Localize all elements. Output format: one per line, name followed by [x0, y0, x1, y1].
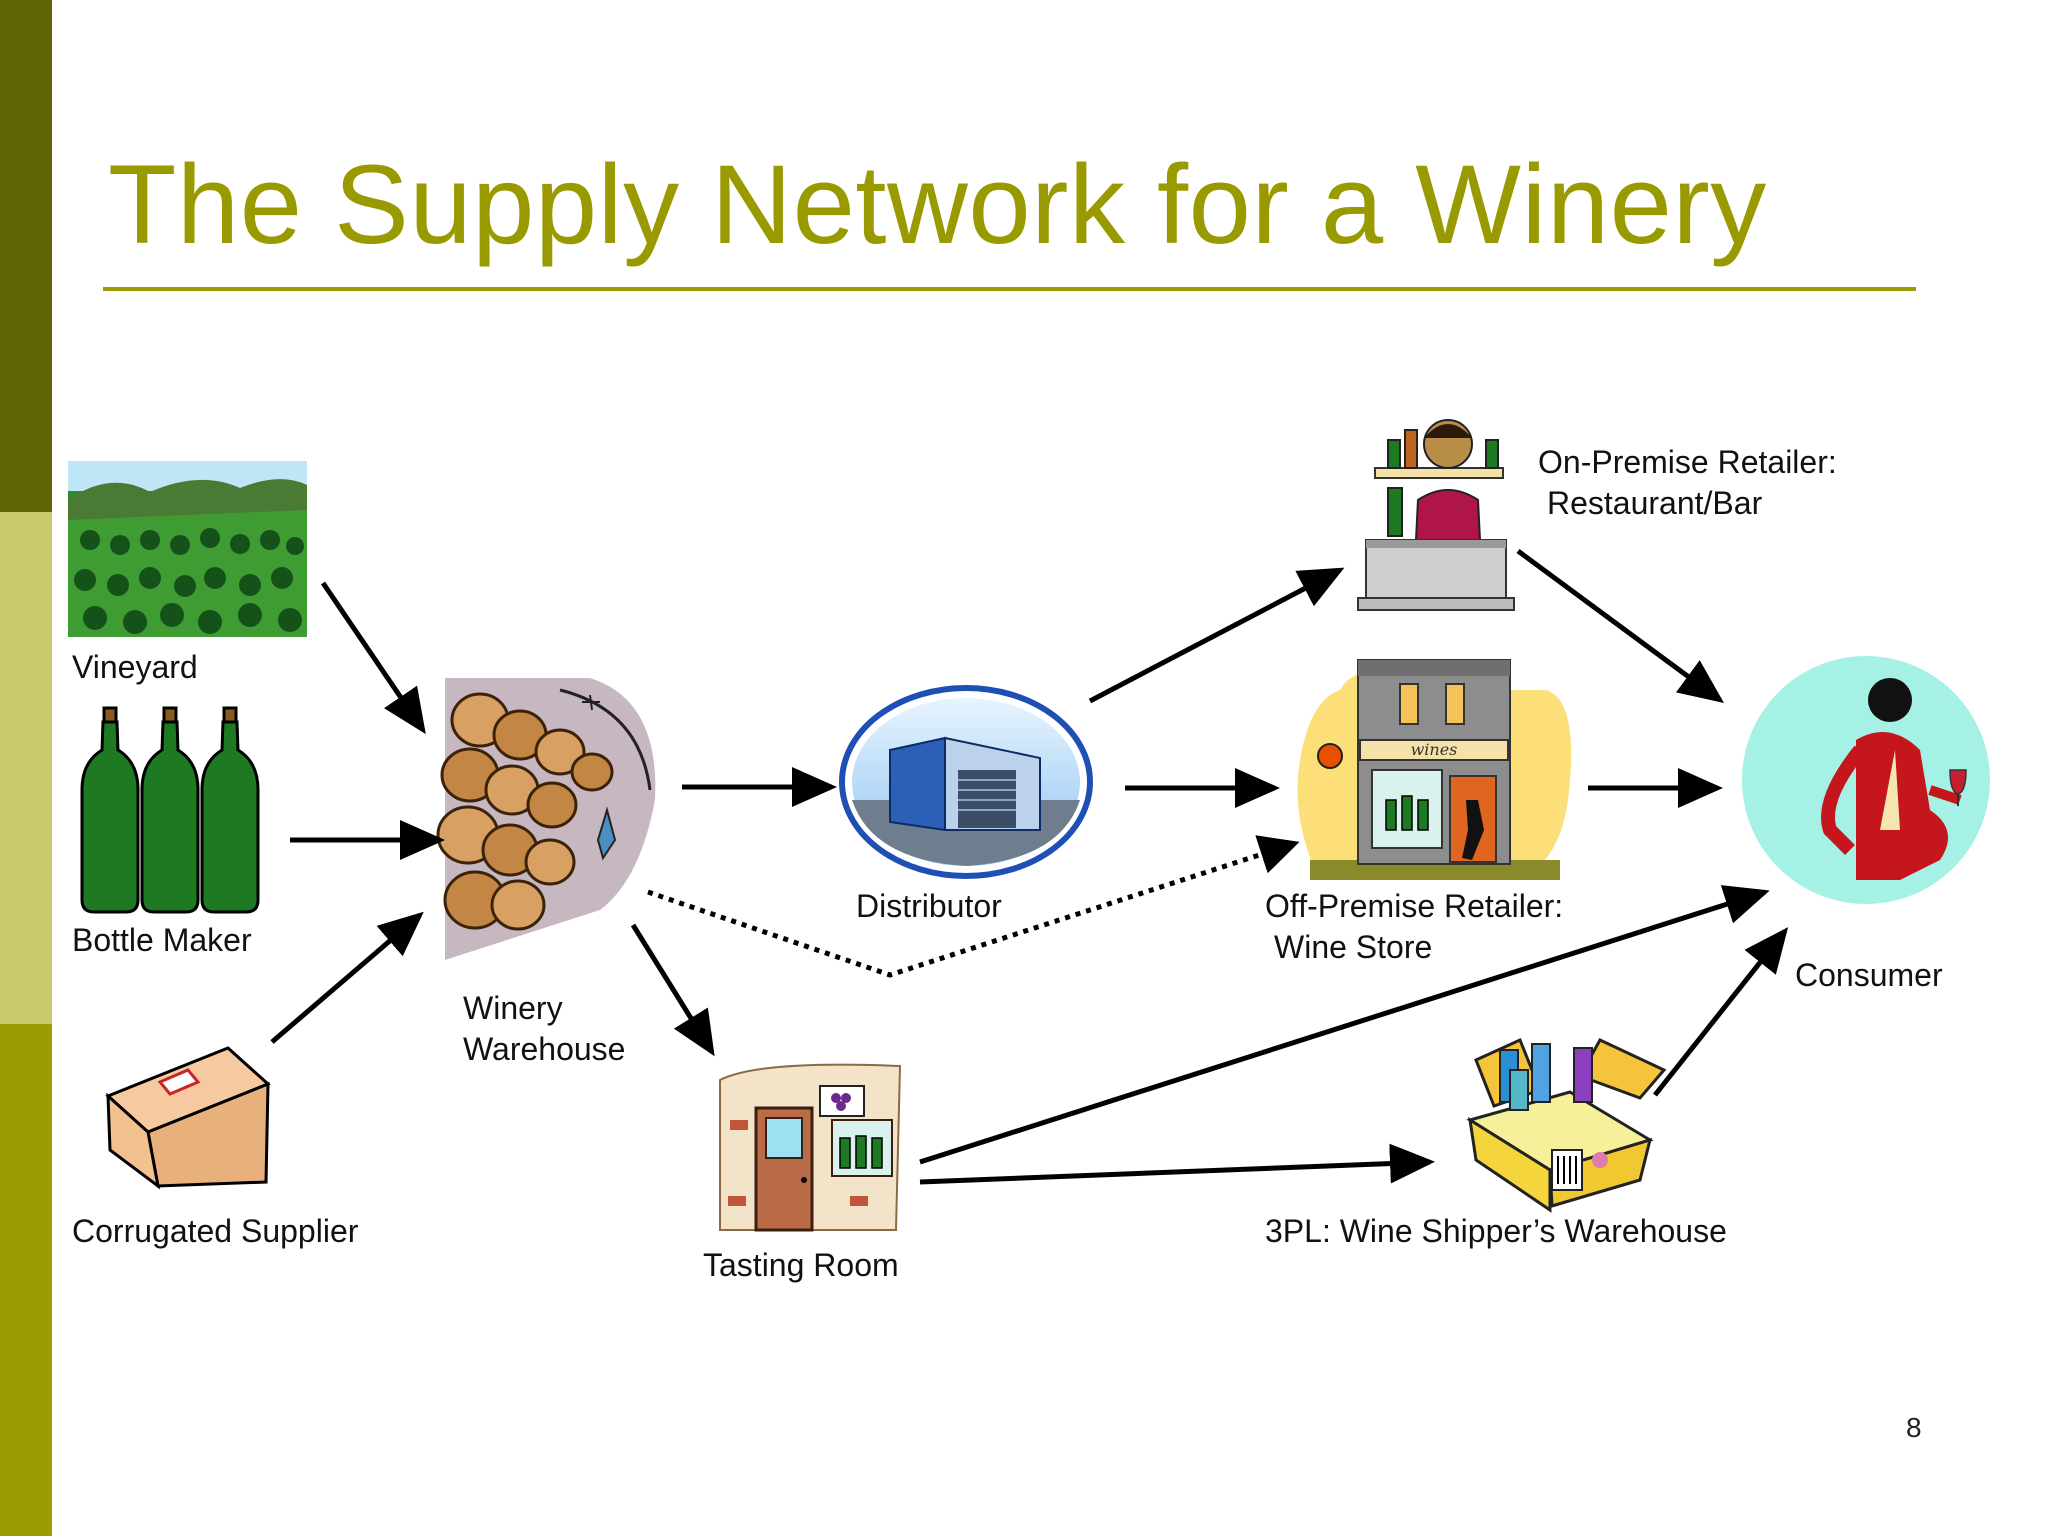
page-number: 8 — [1906, 1412, 1922, 1443]
sidebar-band-dark — [0, 0, 52, 512]
on-premise-label-line1: On-Premise Retailer: — [1538, 444, 1837, 480]
tasting-room-label: Tasting Room — [703, 1247, 899, 1283]
arrow-box-to-warehouse — [270, 911, 424, 1044]
cardboard-box-image — [105, 1046, 271, 1190]
tasting-room-image — [719, 1063, 902, 1232]
arrow-tasting-to-consumer — [919, 885, 1770, 1165]
bottle-maker-label: Bottle Maker — [72, 922, 252, 958]
off-premise-label-line2: Wine Store — [1274, 929, 1433, 965]
barrels-image — [436, 678, 656, 960]
slide-title: The Supply Network for a Winery — [108, 142, 1767, 267]
consumer-label: Consumer — [1795, 957, 1943, 993]
arrow-warehouse-to-tasting — [630, 923, 715, 1057]
corrugated-supplier-label: Corrugated Supplier — [72, 1213, 359, 1249]
distributor-image — [839, 685, 1093, 879]
title-divider — [103, 287, 1916, 291]
arrow-distributor-to-onpremise — [1088, 567, 1345, 704]
sidebar-band-light — [0, 512, 52, 1024]
winery-warehouse-label-line2: Warehouse — [463, 1031, 626, 1067]
3pl-label: 3PL: Wine Shipper’s Warehouse — [1265, 1213, 1727, 1249]
slide-sidebar — [0, 0, 52, 1536]
arrow-tasting-to-3pl — [919, 1143, 1435, 1185]
wine-bottles-image — [80, 706, 260, 914]
vineyard-image — [68, 461, 307, 637]
arrow-onpremise-to-consumer — [1516, 548, 1725, 703]
consumer-image — [1742, 656, 1990, 904]
bartender-image — [1357, 419, 1515, 611]
sidebar-band-mid — [0, 1024, 52, 1536]
dotted-arrow-warehouse-to-offpremise — [647, 835, 1300, 978]
on-premise-label-line2: Restaurant/Bar — [1547, 485, 1763, 521]
arrow-vineyard-to-warehouse — [320, 581, 426, 735]
wine-store-image: wines — [1297, 659, 1572, 880]
winery-warehouse-label-line1: Winery — [463, 990, 563, 1026]
store-sign-text: wines — [1411, 740, 1458, 759]
shipping-box-image — [1466, 1037, 1667, 1213]
arrow-3pl-to-consumer — [1653, 927, 1789, 1097]
vineyard-label: Vineyard — [72, 649, 198, 685]
off-premise-label-line1: Off-Premise Retailer: — [1265, 888, 1564, 924]
distributor-label: Distributor — [856, 888, 1002, 924]
flow-arrows — [270, 548, 1789, 1185]
